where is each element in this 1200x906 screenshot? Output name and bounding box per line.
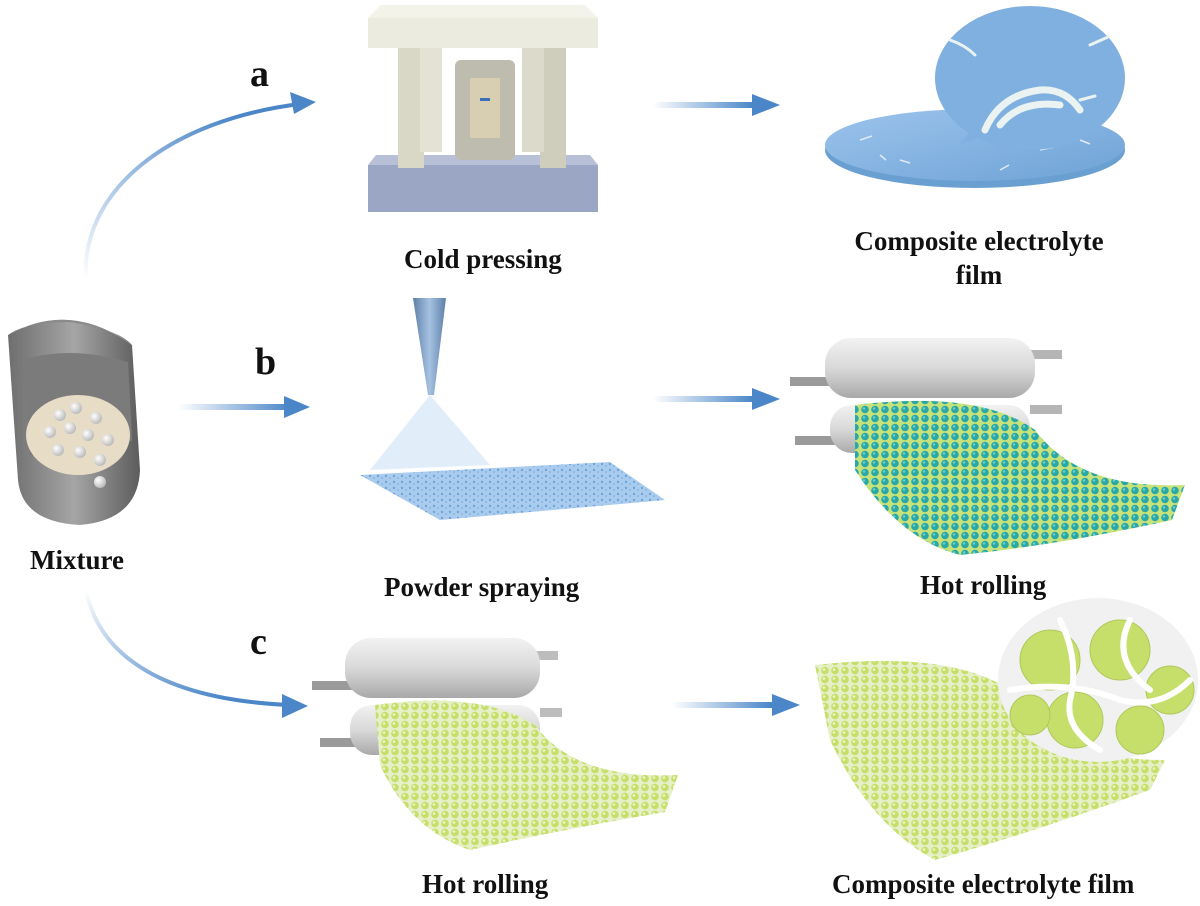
arrow-mixture-to-c [84,589,308,718]
hot-rolling-label-b: Hot rolling [920,570,1047,600]
arrow-mixture-to-b [178,396,310,418]
composite-film-illustration [815,598,1198,860]
composite-electrolyte-film-label-c: Composite electrolyte film [832,869,1135,899]
route-c-letter: c [250,621,267,663]
composite-electrolyte-film-label-a-line2: film [955,260,1003,290]
electrolyte-disk-illustration [825,6,1125,188]
route-b-letter: b [255,341,277,383]
milling-balls [44,402,114,488]
hot-rolling-teal-illustration [790,338,1185,555]
arrow-a-step [653,94,780,116]
cold-pressing-label: Cold pressing [404,244,562,274]
arrow-mixture-to-a [83,92,316,281]
composite-electrolyte-film-label-a: Composite electrolyte film [848,224,1110,292]
route-a-letter: a [250,53,269,95]
powder-spraying-label: Powder spraying [384,572,580,602]
hot-rolling-label-c: Hot rolling [422,869,549,899]
cold-press-illustration [368,5,598,212]
mixture-jar-illustration [8,319,140,525]
mixture-label: Mixture [30,545,124,575]
powder-spraying-illustration [360,298,665,520]
hot-rolling-green-illustration [312,638,678,850]
arrow-c-step [672,694,800,716]
composite-electrolyte-film-label-a-line1: Composite electrolyte [854,226,1104,256]
arrow-b-step [653,388,780,410]
